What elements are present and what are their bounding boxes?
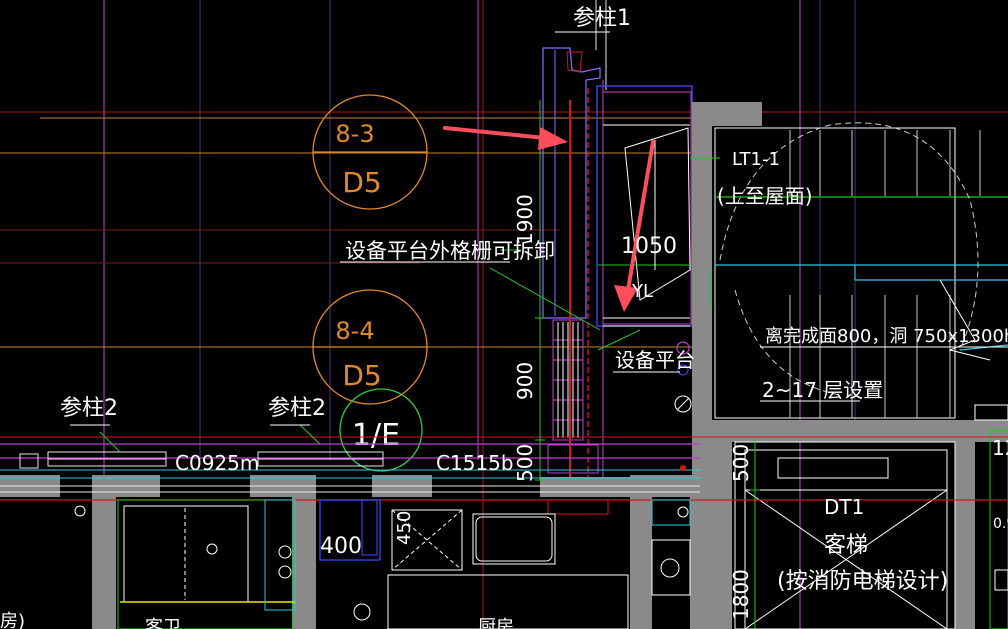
ref-column-label-left: 参柱2 <box>60 396 118 421</box>
ref-column-label-mid: 参柱2 <box>268 396 326 421</box>
dimension-450: 450 <box>394 511 415 545</box>
bottom-rooms <box>74 499 691 629</box>
elevator-shaft <box>734 429 1008 629</box>
dimension-400: 400 <box>320 534 362 559</box>
dimension-500-right: 500 <box>729 444 753 482</box>
equipment-platform-grille <box>542 47 601 474</box>
dimension-1900: 1900 <box>513 194 537 245</box>
callout-8-4: 8-4 D5 <box>312 289 428 405</box>
ref-column-label-top: 参柱1 <box>573 6 631 31</box>
yl-label: YL <box>631 281 653 302</box>
hole-note: 离完成面800，洞 750x1300h <box>765 326 1008 347</box>
elevator-note: (按消防电梯设计) <box>777 569 948 594</box>
stair-note: (上至屋面) <box>717 184 813 208</box>
callout-8-3-bottom: D5 <box>342 166 381 199</box>
dimension-lines <box>535 100 760 629</box>
dimension-1050: 1050 <box>621 234 677 259</box>
dimension-500-left: 500 <box>513 444 537 482</box>
callout-8-4-top: 8-4 <box>335 317 374 345</box>
callout-8-3-top: 8-3 <box>335 120 374 148</box>
stair-id: LT1-1 <box>732 149 780 170</box>
platform-grille-note: 设备平台外格栅可拆卸 <box>345 239 555 263</box>
platform-label: 设备平台 <box>615 348 695 372</box>
elevator-id: DT1 <box>824 495 864 519</box>
callout-8-3: 8-3 D5 <box>312 94 428 210</box>
leader-lines <box>99 157 720 453</box>
stairwell <box>714 122 1008 421</box>
window-c1515: C1515b <box>436 451 514 475</box>
window-c0925: C0925m <box>175 451 259 475</box>
callout-8-4-bottom: D5 <box>342 359 381 392</box>
elevator-name: 客梯 <box>824 533 868 558</box>
dimension-900: 900 <box>513 362 537 400</box>
callout-1-e: 1/E <box>339 388 423 472</box>
edge-label-09: 0.9 <box>993 516 1008 532</box>
floor-note: 2~17 层设置 <box>762 378 883 402</box>
room-fragment-bathroom: 客卫 <box>145 617 181 629</box>
callout-1-e-text: 1/E <box>352 418 400 453</box>
bottom-left-fragment: 房) <box>0 611 25 629</box>
dimension-1800: 1800 <box>729 569 753 620</box>
edge-label-12: 12 <box>992 436 1008 460</box>
annotation-arrows <box>443 126 655 312</box>
room-fragment-kitchen: 厨房 <box>478 617 514 629</box>
